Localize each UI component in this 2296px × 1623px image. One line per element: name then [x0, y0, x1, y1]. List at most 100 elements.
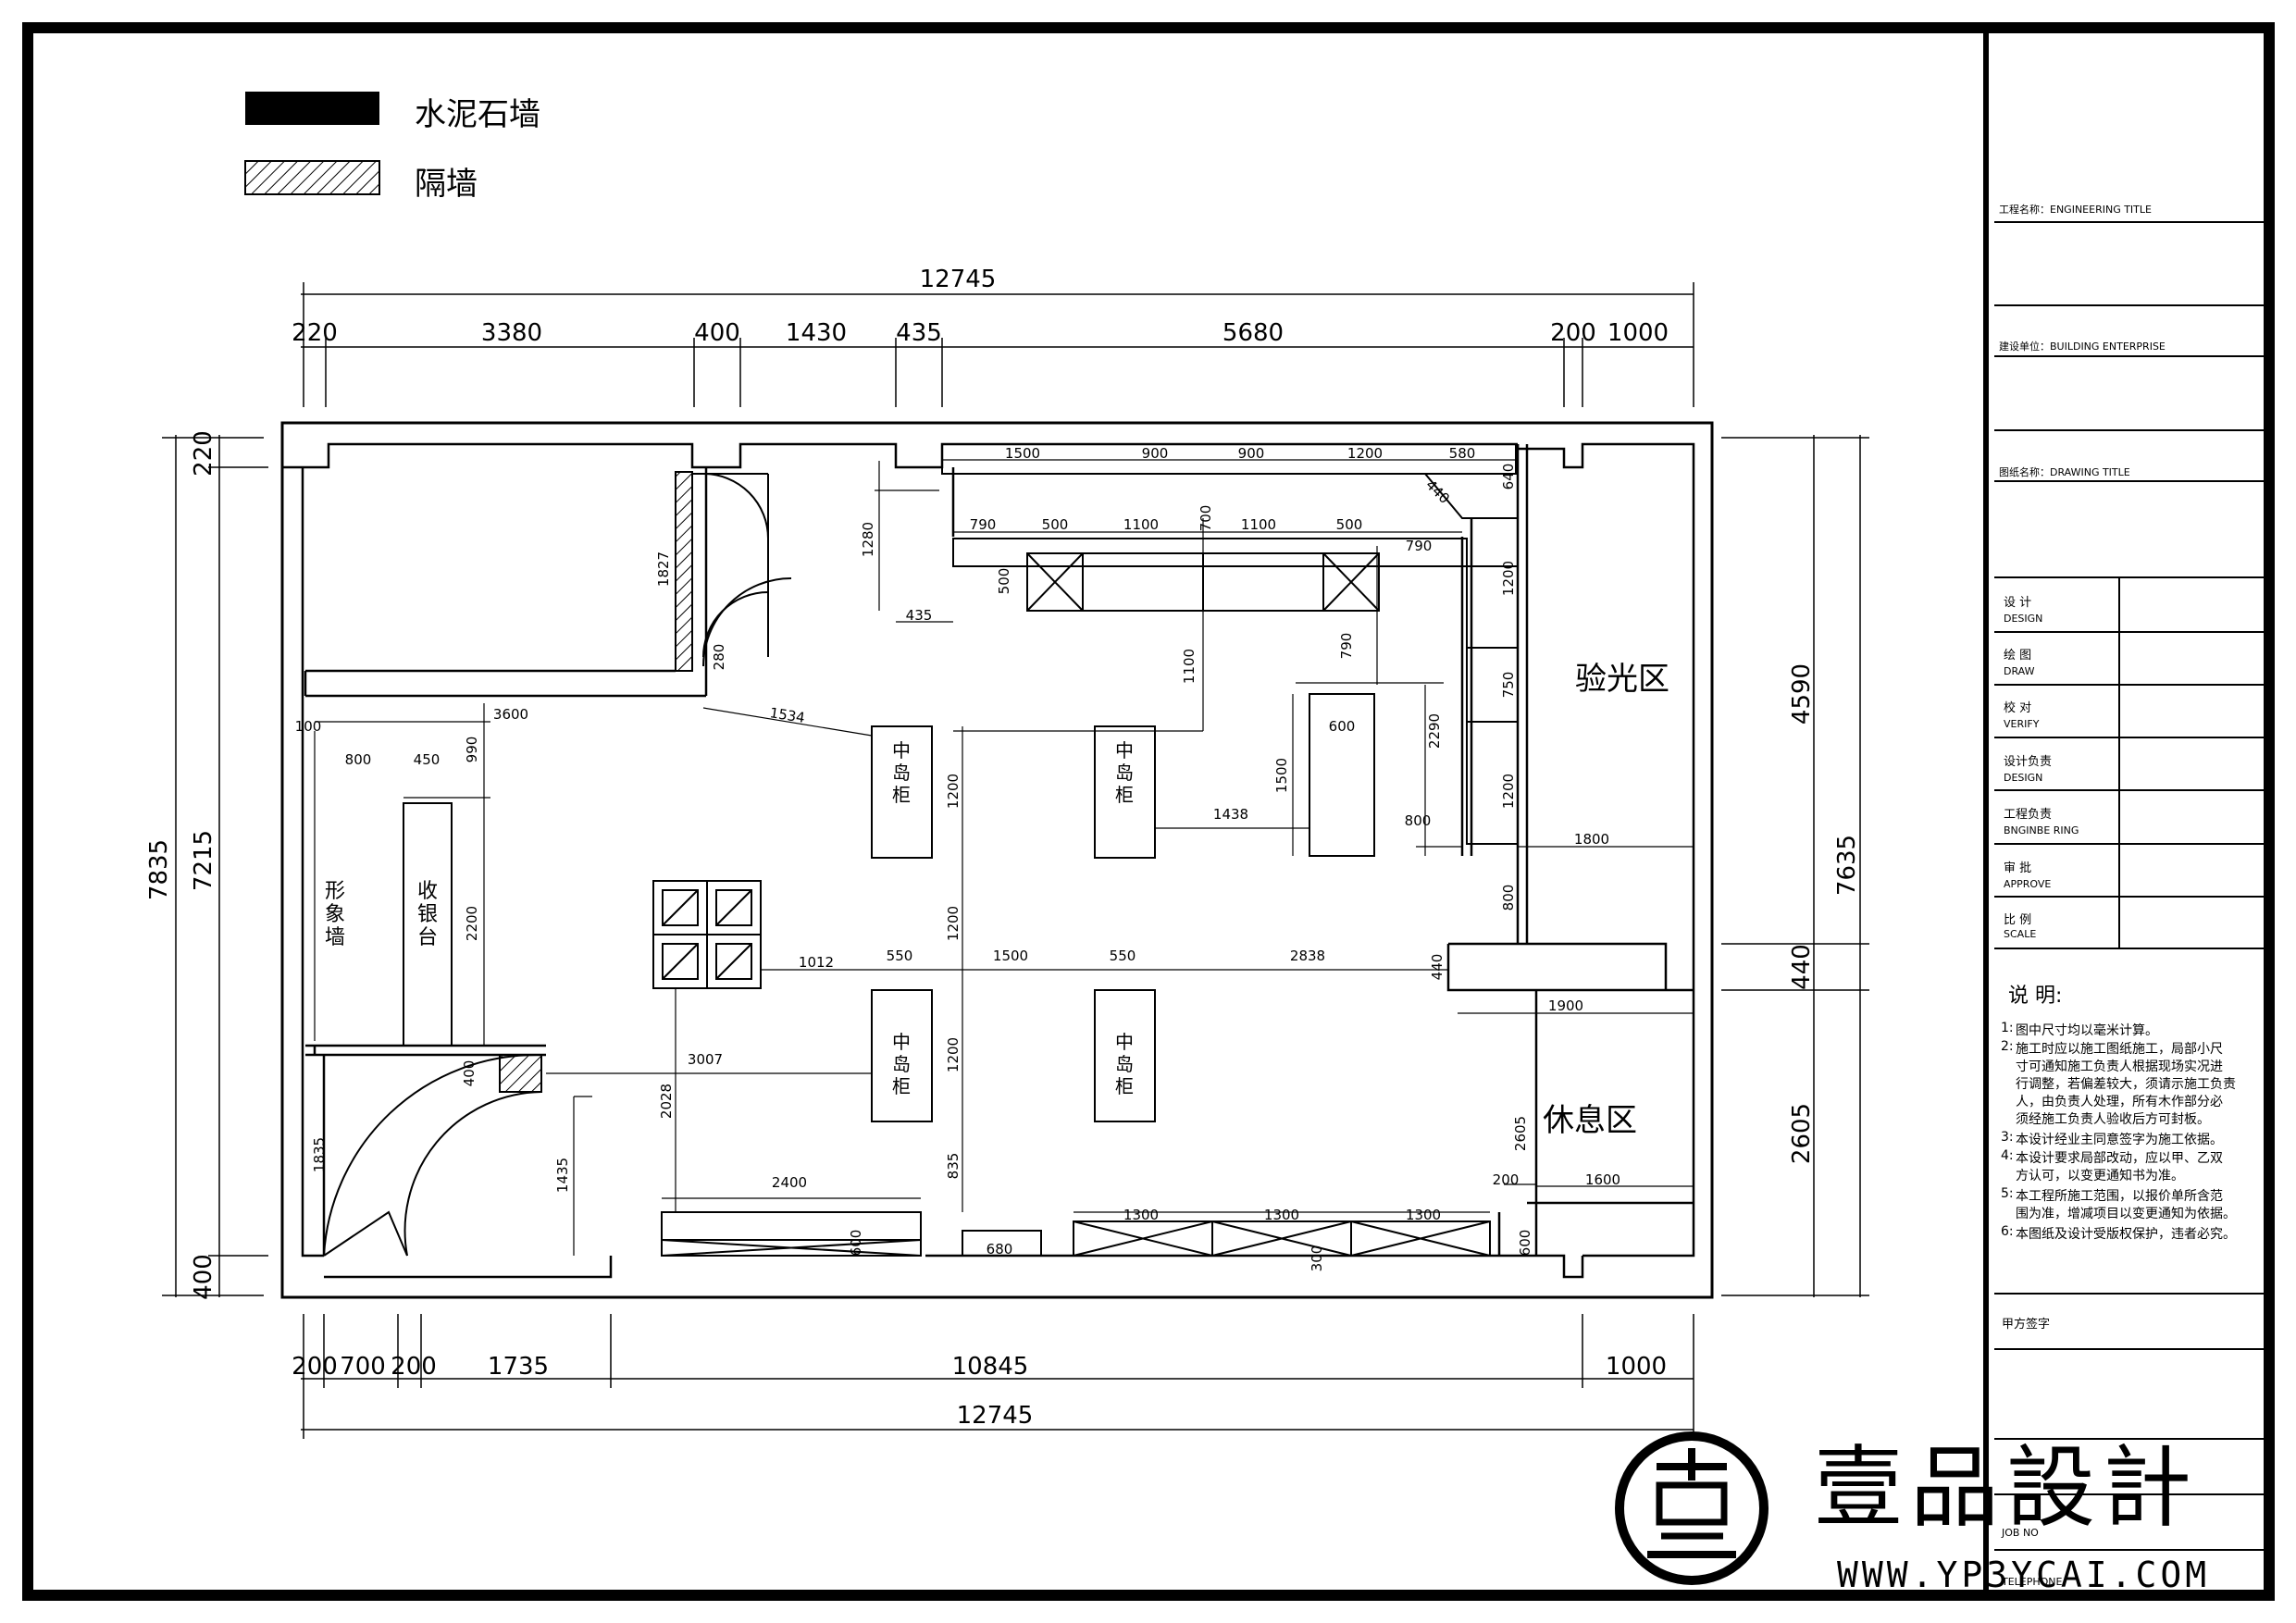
note-5-num: 5: — [2001, 1186, 2014, 1201]
dimension-lines — [162, 282, 1869, 1439]
interior-dimension-texts: 1500 900 900 1200 580 640 440 790 500 11… — [295, 445, 1620, 1271]
note-1-num: 1: — [2001, 1021, 2014, 1035]
building-enterprise-label: 建设单位：BUILDING ENTERPRISE — [1999, 341, 2166, 353]
building-outline — [280, 421, 1714, 1299]
dim-top-4: 1430 — [786, 319, 847, 347]
island-cabinet-3: 中 岛 柜 — [892, 1031, 911, 1097]
island-cabinet-4: 中 岛 柜 — [1115, 1031, 1134, 1097]
logo-mark — [1615, 1431, 1769, 1585]
island-4-char-3: 柜 — [1115, 1075, 1134, 1097]
dim-right-mid: 440 — [1788, 944, 1816, 990]
zone-labels: 验光区 休息区 形 象 墙 收 银 台 中 岛 柜 中 岛 柜 中 岛 柜 中 … — [325, 661, 1669, 1139]
dim-1827: 1827 — [655, 551, 672, 587]
row-design-lead-cn: 设计负责 — [2004, 755, 2053, 769]
outer-dimension-texts: 12745 220 3380 400 1430 435 5680 200 100… — [145, 266, 1861, 1430]
dim-3600: 3600 — [493, 706, 528, 723]
note-6-line-1: 本图纸及设计受版权保护，违者必究。 — [2016, 1227, 2236, 1242]
dim-200: 200 — [1493, 1171, 1520, 1188]
dim-500c: 500 — [996, 568, 1012, 595]
dim-1100b: 1100 — [1241, 516, 1276, 533]
note-4-line-2: 方认可，以变更通知书为准。 — [2016, 1169, 2184, 1183]
dim-800c: 800 — [1500, 885, 1517, 911]
row-draw-en: DRAW — [2004, 665, 2035, 677]
dim-550b: 550 — [1110, 948, 1136, 964]
note-3-num: 3: — [2001, 1130, 2014, 1145]
row-approve-cn: 审 批 — [2004, 861, 2032, 875]
note-3-line-1: 本设计经业主同意签字为施工依据。 — [2016, 1133, 2223, 1147]
dim-top-total: 12745 — [920, 266, 997, 293]
dim-300: 300 — [1309, 1245, 1325, 1272]
dim-1200d: 1200 — [1500, 774, 1517, 809]
legend-concrete-swatch — [245, 92, 379, 125]
image-wall-char-1: 形 — [325, 880, 345, 903]
dim-2290: 2290 — [1426, 713, 1443, 749]
dim-450: 450 — [414, 751, 441, 768]
legend-partition-swatch — [244, 160, 380, 195]
note-5-line-1: 本工程所施工范围，以报价单所含范 — [2016, 1189, 2223, 1204]
row-verify-en: VERIFY — [2004, 718, 2040, 730]
legend-concrete-label: 水泥石墙 — [415, 96, 540, 133]
image-wall-char-2: 象 — [325, 903, 345, 926]
notes-heading: 说 明: — [2008, 985, 2063, 1008]
dim-600c: 600 — [1517, 1230, 1533, 1257]
dim-1534: 1534 — [769, 704, 807, 726]
dim-1100c: 1100 — [1181, 649, 1198, 684]
island-1-char-1: 中 — [892, 739, 911, 762]
island-4-char-2: 岛 — [1115, 1053, 1134, 1075]
note-6-num: 6: — [2001, 1224, 2014, 1239]
dim-bottom-3: 200 — [391, 1353, 437, 1381]
telephone-label: TELEPHONE — [2002, 1576, 2063, 1588]
dim-790b: 790 — [1406, 538, 1433, 554]
cashier-char-2: 银 — [417, 903, 438, 926]
dim-400: 400 — [461, 1060, 478, 1087]
note-1-line-1: 图中尺寸均以毫米计算。 — [2016, 1023, 2158, 1038]
image-wall-char-3: 墙 — [325, 926, 345, 949]
cashier-char-3: 台 — [417, 926, 438, 949]
job-no-label: JOB NO — [2002, 1527, 2039, 1539]
dim-640: 640 — [1500, 464, 1517, 490]
dim-435: 435 — [906, 607, 933, 624]
dim-1200b: 1200 — [1500, 561, 1517, 596]
island-2-char-3: 柜 — [1115, 784, 1134, 806]
dim-1100a: 1100 — [1123, 516, 1159, 533]
dim-top-2: 3380 — [481, 319, 542, 347]
row-scale-en: SCALE — [2004, 928, 2037, 940]
dim-550a: 550 — [887, 948, 913, 964]
logo-brand-text: 壹品設計 — [1814, 1436, 2199, 1540]
dim-280: 280 — [711, 644, 727, 671]
dim-1835: 1835 — [311, 1137, 328, 1172]
island-3-char-2: 岛 — [892, 1053, 911, 1075]
dim-top-3: 400 — [694, 319, 740, 347]
dim-800a: 800 — [345, 751, 372, 768]
note-2-line-2: 寸可通知施工负责人根据现场实况进 — [2016, 1059, 2223, 1074]
note-4-line-1: 本设计要求局部改动，应以甲、乙双 — [2016, 1151, 2223, 1166]
dim-1435: 1435 — [554, 1158, 571, 1193]
dim-bottom-6: 1000 — [1606, 1353, 1667, 1381]
dim-left-outer: 7835 — [145, 839, 173, 900]
dim-1500b: 1500 — [1273, 758, 1290, 793]
partition-wall-door — [675, 471, 693, 672]
dim-top-7: 200 — [1550, 319, 1596, 347]
island-cabinet-1: 中 岛 柜 — [892, 739, 911, 806]
drawing-frame — [22, 22, 2275, 1601]
dim-900b: 900 — [1238, 445, 1265, 462]
dim-bottom-4: 1735 — [488, 1353, 549, 1381]
dim-1800: 1800 — [1574, 831, 1609, 848]
dim-1280: 1280 — [860, 522, 876, 557]
zone-inspection-label: 验光区 — [1575, 661, 1669, 698]
zone-rest-label: 休息区 — [1543, 1102, 1637, 1139]
dim-580: 580 — [1449, 445, 1476, 462]
dim-1200a: 1200 — [1347, 445, 1383, 462]
dim-top-5: 435 — [896, 319, 942, 347]
door-swings — [323, 473, 792, 1257]
dim-600a: 600 — [1329, 718, 1356, 735]
dim-2028: 2028 — [658, 1084, 675, 1119]
dim-1900: 1900 — [1548, 997, 1583, 1014]
row-verify-cn: 校 对 — [2004, 701, 2032, 715]
row-engineering-en: BNGINBE RING — [2004, 824, 2079, 836]
dim-3007: 3007 — [688, 1051, 723, 1068]
dim-1500c: 1500 — [993, 948, 1028, 964]
dim-1438: 1438 — [1213, 806, 1248, 823]
island-2-char-1: 中 — [1115, 739, 1134, 762]
